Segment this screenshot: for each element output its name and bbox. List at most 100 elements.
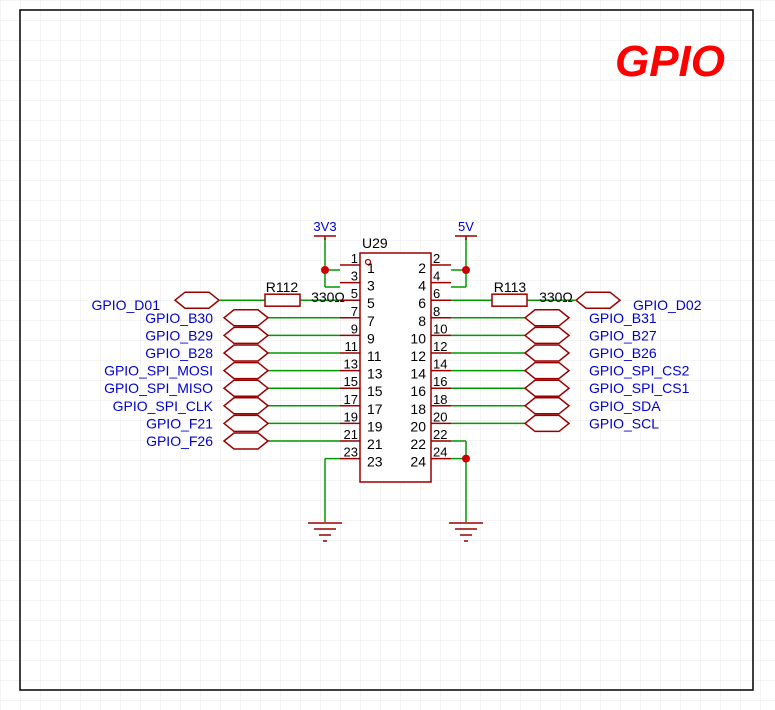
- pin-number-outer-left: 11: [345, 339, 359, 354]
- net-label-right: GPIO_B27: [589, 327, 657, 343]
- pin-number-outer-left: 9: [351, 321, 358, 336]
- wires: [220, 238, 575, 522]
- pin-number-outer-right: 14: [433, 357, 447, 372]
- net-port-icon: [523, 379, 571, 397]
- net-port-icon: [523, 344, 571, 362]
- pin-number-inner-right: 6: [418, 295, 426, 311]
- pin-number-outer-left: 3: [351, 269, 358, 284]
- net-port-icon: [574, 291, 622, 309]
- net-port-icon: [523, 361, 571, 380]
- net-label-left: GPIO_F26: [146, 433, 213, 449]
- net-port-icon: [173, 291, 221, 309]
- power-label-3v3: 3V3: [313, 219, 336, 234]
- net-label-right: GPIO_D02: [633, 297, 702, 313]
- pin-number-outer-right: 12: [433, 339, 447, 354]
- pin-number-inner-left: 1: [367, 260, 375, 276]
- net-label-right: GPIO_SPI_CS2: [589, 363, 690, 379]
- resistor-r113-value: 330Ω: [539, 289, 573, 305]
- net-port-icon: [523, 326, 571, 345]
- net-label-right: GPIO_SCL: [589, 415, 659, 431]
- net-port-icon: [222, 344, 270, 362]
- pin-number-outer-right: 8: [433, 304, 440, 319]
- symbols: [173, 235, 622, 542]
- resistor-r113: [491, 293, 528, 307]
- pin-number-outer-right: 22: [433, 427, 447, 442]
- resistor-r112-value: 330Ω: [311, 289, 345, 305]
- pin-number-outer-left: 23: [344, 445, 358, 460]
- pin-number-outer-right: 20: [433, 409, 447, 424]
- pin-number-inner-right: 4: [418, 278, 426, 294]
- pin-number-inner-right: 22: [410, 436, 426, 452]
- header-body: [359, 252, 432, 483]
- pin-number-outer-left: 17: [344, 392, 358, 407]
- pin-number-outer-left: 5: [351, 286, 358, 301]
- junction-dot-icon: [462, 266, 470, 274]
- net-port-icon: [222, 397, 270, 415]
- net-label-left: GPIO_B28: [145, 345, 213, 361]
- pin-number-outer-left: 13: [344, 357, 358, 372]
- pin-number-inner-right: 16: [410, 383, 426, 399]
- pin-number-inner-right: 2: [418, 260, 426, 276]
- pin-number-inner-right: 14: [410, 366, 426, 382]
- net-label-left: GPIO_SPI_MISO: [104, 380, 213, 396]
- resistor-r113-designator: R113: [494, 279, 527, 295]
- pin-number-inner-right: 20: [410, 418, 426, 434]
- net-label-left: GPIO_F21: [146, 415, 213, 431]
- net-label-left: GPIO_SPI_CLK: [113, 398, 214, 414]
- pin-number-outer-left: 15: [344, 374, 358, 389]
- pin-number-inner-right: 12: [410, 348, 426, 364]
- net-label-left: GPIO_D01: [92, 297, 161, 313]
- pin-number-outer-left: 1: [351, 251, 358, 266]
- pin-number-outer-right: 4: [433, 269, 440, 284]
- pin-number-outer-right: 2: [433, 251, 440, 266]
- pin-number-inner-left: 5: [367, 295, 375, 311]
- net-port-icon: [222, 309, 270, 327]
- pin-number-inner-left: 9: [367, 330, 375, 346]
- net-port-icon: [222, 414, 270, 433]
- pin-number-outer-right: 16: [433, 374, 447, 389]
- resistor-r112: [264, 293, 301, 307]
- resistor-r112-designator: R112: [266, 279, 299, 295]
- pin-number-inner-right: 18: [410, 401, 426, 417]
- junction-dot-icon: [462, 454, 470, 463]
- junction-dot-icon: [321, 266, 329, 274]
- net-label-right: GPIO_B31: [589, 310, 657, 326]
- pin-number-outer-right: 18: [433, 392, 447, 407]
- pin-number-outer-left: 19: [344, 409, 358, 424]
- pin-number-inner-left: 11: [367, 348, 382, 364]
- net-port-icon: [222, 326, 270, 345]
- net-port-icon: [222, 432, 270, 450]
- pin-number-inner-left: 17: [367, 401, 383, 417]
- pin1-marker-icon: [364, 258, 372, 266]
- sheet-title: GPIO: [615, 37, 725, 86]
- net-label-right: GPIO_SPI_CS1: [589, 380, 690, 396]
- net-port-icon: [523, 309, 571, 327]
- pin-number-inner-left: 13: [367, 366, 383, 382]
- pin-number-outer-right: 6: [433, 286, 440, 301]
- net-label-right: GPIO_B26: [589, 345, 657, 361]
- pin-number-outer-left: 7: [351, 304, 358, 319]
- pin-number-inner-right: 8: [418, 313, 426, 329]
- net-label-left: GPIO_SPI_MOSI: [104, 363, 213, 379]
- net-port-icon: [222, 379, 270, 397]
- pin-number-inner-right: 24: [410, 454, 426, 470]
- ground-icon: [308, 522, 342, 542]
- net-port-icon: [523, 414, 571, 433]
- pin-number-inner-left: 15: [367, 383, 383, 399]
- pin-number-inner-right: 10: [410, 330, 426, 346]
- net-label-left: GPIO_B29: [145, 327, 213, 343]
- pin-number-outer-right: 10: [433, 321, 447, 336]
- ground-icon: [449, 522, 483, 542]
- net-port-icon: [222, 361, 270, 380]
- net-label-right: GPIO_SDA: [589, 398, 661, 414]
- pin-number-outer-left: 21: [344, 427, 358, 442]
- pin-number-inner-left: 21: [367, 436, 383, 452]
- texts: U291133557799111113131515171719192121232…: [92, 219, 702, 470]
- pin-number-inner-left: 23: [367, 454, 383, 470]
- pin-number-inner-left: 3: [367, 278, 375, 294]
- net-port-icon: [523, 397, 571, 415]
- pin-number-inner-left: 19: [367, 418, 383, 434]
- pin-number-outer-right: 24: [433, 445, 447, 460]
- pin-number-inner-left: 7: [367, 313, 375, 329]
